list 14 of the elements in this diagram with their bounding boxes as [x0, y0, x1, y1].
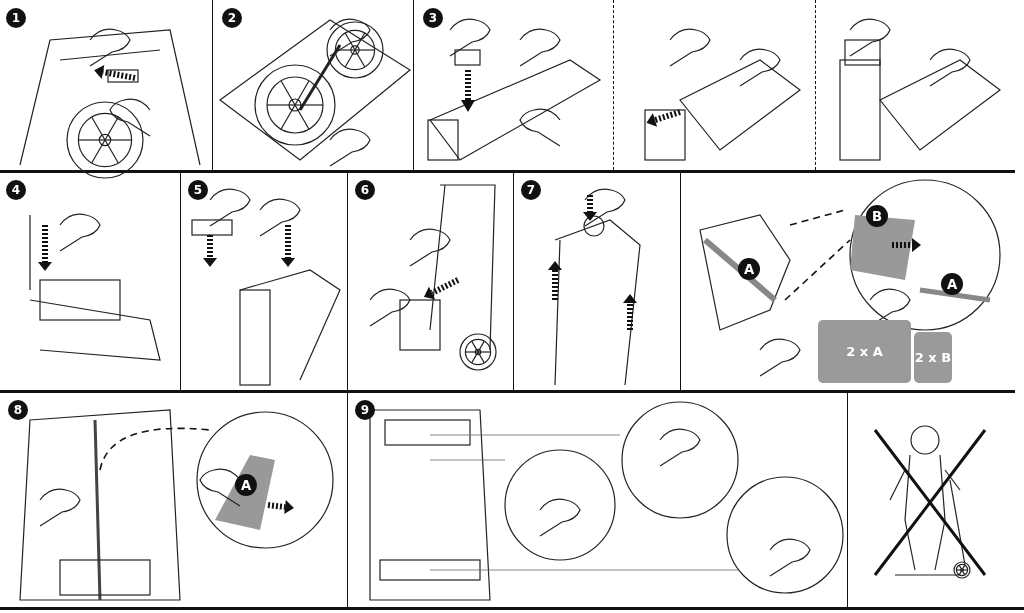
step-number: 1 — [6, 8, 26, 28]
part-letter-marker: A — [941, 273, 963, 295]
step-number: 8 — [8, 400, 28, 420]
part-count-label: 2 x B — [914, 332, 952, 383]
step-number: 6 — [355, 180, 375, 200]
part-letter-marker: A — [738, 258, 760, 280]
part-letter-marker: B — [866, 205, 888, 227]
step-number: 9 — [355, 400, 375, 420]
step-number: 2 — [222, 8, 242, 28]
step-number: 3 — [423, 8, 443, 28]
step-number: 4 — [6, 180, 26, 200]
part-count-label: 2 x A — [818, 320, 911, 383]
step-number: 7 — [521, 180, 541, 200]
step-number: 5 — [188, 180, 208, 200]
